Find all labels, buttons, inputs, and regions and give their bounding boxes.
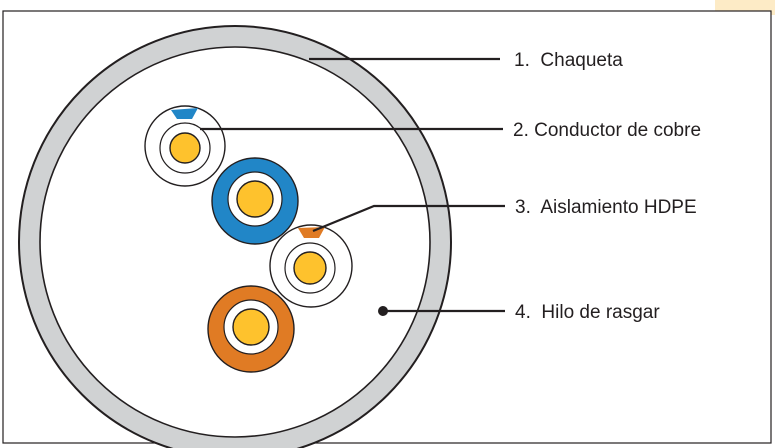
conductor-white-blue-stripe [144,105,226,187]
label-insulation: 3. Aislamiento HDPE [515,197,697,218]
conductor-orange [207,285,295,373]
label-conductor: 2. Conductor de cobre [513,120,701,141]
label-jacket: 1. Chaqueta [514,50,623,71]
blue-stripe-marker [171,108,198,119]
leader-line-insulation [312,204,505,233]
conductor-blue [211,157,299,245]
conductor-white-orange-stripe [269,224,353,308]
label-ripcord: 4. Hilo de rasgar [515,302,660,323]
